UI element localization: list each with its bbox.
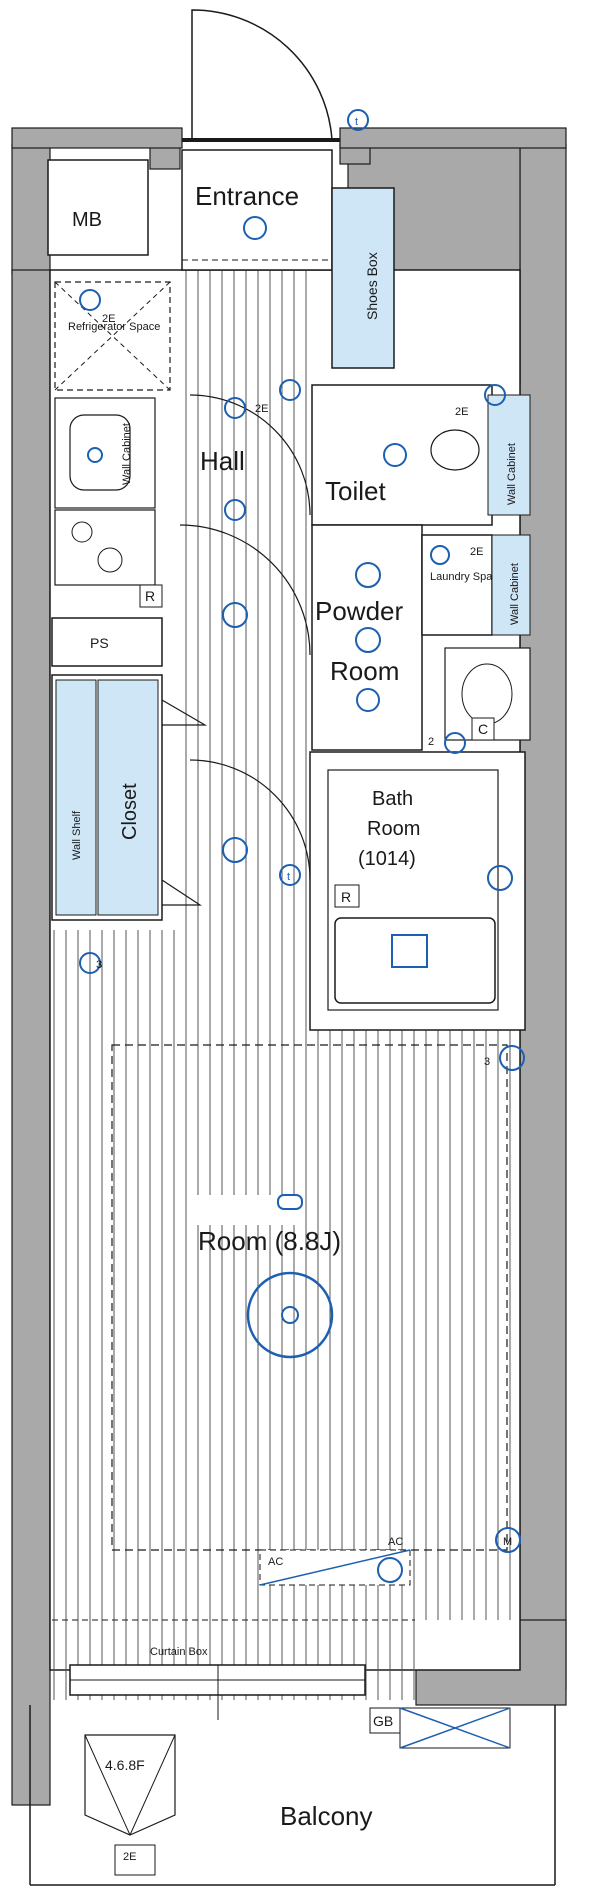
marker-2e-toilet: 2E (455, 406, 468, 418)
phone-outlet-icon (347, 109, 369, 131)
wall-cabinet-label-toilet: Wall Cabinet (506, 443, 518, 505)
hall-doors (161, 394, 311, 906)
closet-label: Closet (119, 783, 141, 840)
marker-t-room: t (287, 871, 290, 883)
laundry-label: Laundry Space (430, 571, 504, 583)
mb-label: MB (72, 209, 102, 231)
shoes-box: Shoes Box (331, 187, 395, 369)
closet: Wall Shelf Closet (51, 674, 163, 921)
exterior-walls (11, 127, 567, 1806)
shoes-box-label: Shoes Box (364, 252, 380, 320)
entrance-label: Entrance (195, 181, 299, 211)
entrance: Entrance (181, 9, 340, 271)
ac-label-2: AC (388, 1536, 403, 1548)
bath-room-label: Room (367, 818, 420, 840)
gb-label: GB (373, 1713, 393, 1729)
marker-2e-balcony: 2E (123, 1851, 136, 1863)
bath-room: Bath Room (1014) R (309, 751, 526, 1031)
marker-2-powder: 2 (428, 736, 434, 748)
entrance-door-swing (191, 9, 333, 141)
curtain-box: Curtain Box (69, 1646, 366, 1720)
bath-label: Bath (372, 788, 413, 810)
marker-2e-hall: 2E (255, 403, 268, 415)
room-label: Room (8.8J) (198, 1226, 341, 1256)
marker-c: C (478, 721, 488, 737)
bath-size-label: (1014) (358, 848, 416, 870)
marker-m: M (503, 1536, 512, 1548)
marker-t-entrance: t (355, 116, 358, 128)
floors-label: 4.6.8F (105, 1757, 145, 1773)
wall-cabinet-label-kitchen: Wall Cabinet (121, 423, 133, 485)
powder-label: Powder (315, 596, 403, 626)
marker-3-closet: 3 (96, 959, 102, 971)
marker-labels: t t M 2E 2E 2E 2E 2 3 3 (96, 116, 512, 1548)
marker-2e-fridge: 2E (102, 313, 115, 325)
ps-box: PS (51, 617, 163, 667)
marker-3-room: 3 (484, 1056, 490, 1068)
curtain-box-label: Curtain Box (150, 1646, 208, 1658)
ac-label-1: AC (268, 1556, 283, 1568)
marker-r-bath: R (341, 889, 351, 905)
wall-cabinet-label-laundry: Wall Cabinet (509, 563, 521, 625)
hall-label: Hall (200, 446, 245, 476)
refrigerator-label: Refrigerator Space (68, 321, 160, 333)
main-room: Room (8.8J) AC AC (52, 1044, 508, 1621)
ceiling-light-icon (246, 1271, 334, 1359)
hall-flooring (178, 270, 310, 1030)
balcony: GB 4.6.8F 2E Balcony (29, 1705, 556, 1886)
mb-box: MB (47, 159, 149, 256)
electrical-symbols (79, 109, 525, 1583)
marker-r-kitchen: R (145, 588, 155, 604)
room-flooring (52, 930, 520, 1700)
refrigerator-space: Refrigerator Space (54, 281, 171, 391)
powder-room-label: Room (330, 656, 399, 686)
toilet: Toilet Wall Cabinet (311, 384, 531, 526)
balcony-label: Balcony (280, 1801, 373, 1831)
toilet-label: Toilet (325, 476, 386, 506)
marker-2e-laundry: 2E (470, 546, 483, 558)
kitchen: Wall Cabinet R (54, 397, 163, 608)
ps-label: PS (90, 635, 109, 651)
wall-shelf-label: Wall Shelf (71, 810, 83, 860)
